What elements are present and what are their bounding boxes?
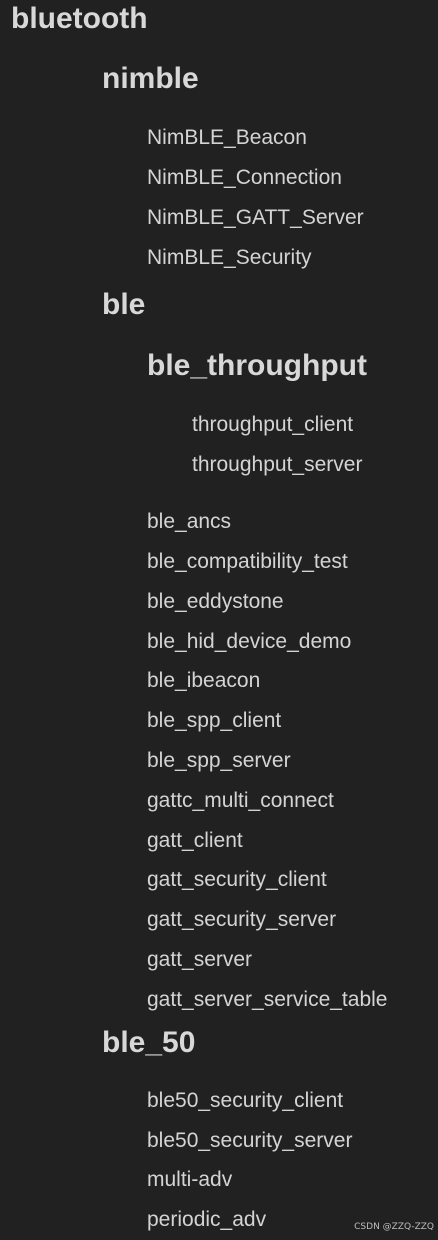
watermark: CSDN @ZZQ-ZZQ: [354, 1222, 434, 1232]
list-item: gatt_security_client: [147, 868, 327, 891]
list-item: ble_ancs: [147, 510, 232, 533]
list-item: gatt_client: [147, 829, 243, 852]
list-item: NimBLE_Security: [147, 246, 312, 269]
list-item: throughput_server: [192, 453, 363, 476]
list-item: ble_ibeacon: [147, 669, 261, 692]
list-item: ble_compatibility_test: [147, 550, 348, 573]
page-title: bluetooth: [11, 2, 148, 35]
subsection-heading-ble-throughput: ble_throughput: [147, 349, 367, 382]
section-heading-nimble: nimble: [102, 62, 199, 95]
list-item: NimBLE_Connection: [147, 166, 342, 189]
list-item: ble_spp_server: [147, 749, 291, 772]
list-item: NimBLE_Beacon: [147, 126, 307, 149]
list-item: periodic_adv: [147, 1208, 267, 1231]
list-item: throughput_client: [192, 413, 354, 436]
section-heading-ble-50: ble_50: [102, 1026, 196, 1059]
list-item: gatt_security_server: [147, 908, 337, 931]
section-heading-ble: ble: [102, 288, 146, 321]
list-item: ble_spp_client: [147, 709, 282, 732]
list-item: ble50_security_server: [147, 1129, 353, 1152]
list-item: ble_hid_device_demo: [147, 630, 352, 653]
list-item: NimBLE_GATT_Server: [147, 206, 364, 229]
list-item: ble50_security_client: [147, 1089, 344, 1112]
list-item: ble_eddystone: [147, 590, 284, 613]
list-item: multi-adv: [147, 1168, 233, 1191]
list-item: gatt_server: [147, 948, 253, 971]
list-item: gatt_server_service_table: [147, 988, 388, 1011]
list-item: gattc_multi_connect: [147, 789, 334, 812]
